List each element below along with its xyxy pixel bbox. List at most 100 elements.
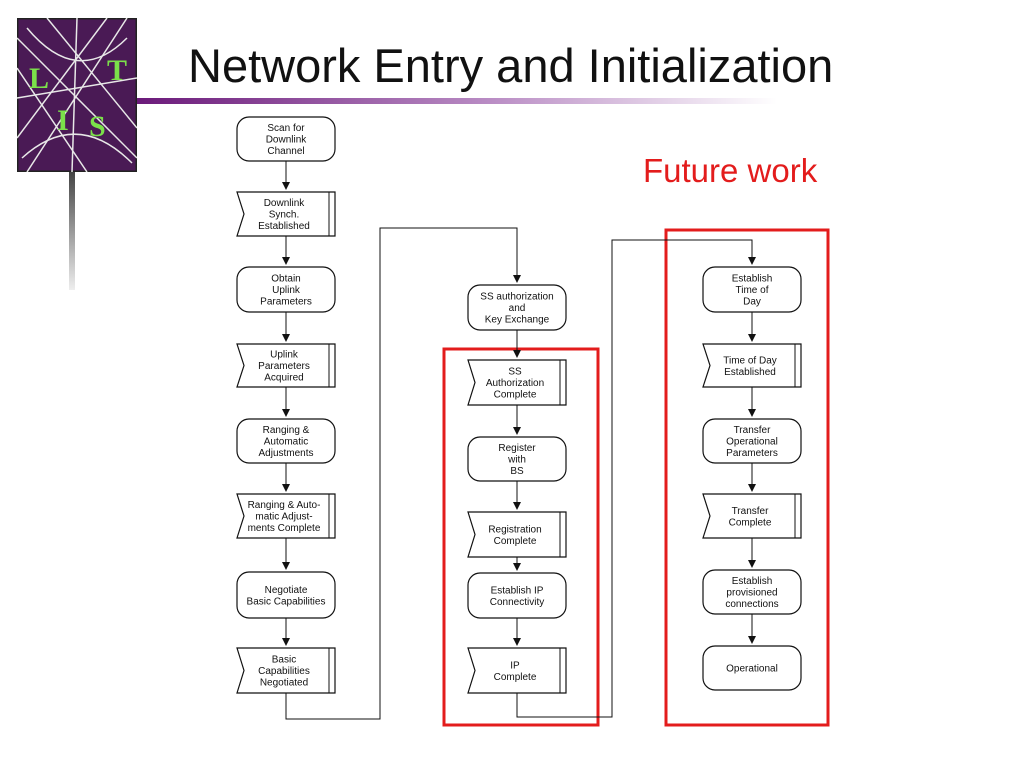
status-box — [702, 343, 802, 388]
node-label-line: Operational — [726, 664, 778, 675]
node-label-line: Capabilities — [258, 666, 310, 677]
process-box — [236, 266, 336, 313]
node-label-line: Connectivity — [490, 597, 544, 608]
process-box — [702, 569, 802, 615]
node-label-line: Acquired — [264, 373, 303, 384]
logo-letter: I — [57, 104, 69, 137]
lst-logo: L I S T — [17, 18, 137, 172]
node-label-line: Complete — [729, 517, 772, 528]
node-label-line: Key Exchange — [485, 315, 550, 326]
node-label-line: with — [507, 455, 526, 466]
process-box — [236, 571, 336, 619]
node-label-line: Parameters — [260, 297, 312, 308]
node-label-line: Automatic — [264, 437, 308, 448]
node-label-line: Time of — [736, 285, 769, 296]
node-label-line: Parameters — [726, 448, 778, 459]
node-label-line: matic Adjust- — [255, 512, 312, 523]
node-label-line: Parameters — [258, 361, 310, 372]
process-box — [702, 266, 802, 313]
node-label-line: Complete — [494, 390, 537, 401]
node-label-line: and — [509, 303, 526, 314]
flow-node-n20: Operational — [702, 645, 802, 691]
node-label-line: Obtain — [271, 274, 300, 285]
process-box — [467, 572, 567, 619]
node-label-line: Scan for — [267, 123, 305, 134]
node-label-line: Downlink — [264, 198, 306, 209]
node-label-line: Synch. — [269, 210, 300, 221]
node-label-line: Negotiated — [260, 678, 308, 689]
node-label-line: BS — [510, 466, 524, 477]
node-label-line: Complete — [494, 672, 537, 683]
status-box — [467, 647, 567, 694]
logo-letter: T — [107, 54, 127, 87]
node-label-line: Day — [743, 297, 761, 308]
node-label-line: Establish IP — [491, 585, 544, 596]
node-label-line: SS authorization — [480, 292, 553, 303]
status-box — [236, 343, 336, 388]
node-label-line: Authorization — [486, 378, 544, 389]
future-work-label: Future work — [643, 152, 818, 189]
node-label-line: Ranging & — [263, 425, 310, 436]
node-label-line: Uplink — [272, 285, 301, 296]
title-underline — [137, 98, 777, 104]
node-label-line: ments Complete — [248, 523, 321, 534]
node-label-line: Established — [724, 367, 776, 378]
node-label-line: Operational — [726, 437, 778, 448]
connector — [285, 227, 521, 720]
highlight-box-middle — [442, 347, 600, 727]
process-box — [702, 645, 802, 691]
node-label-line: Adjustments — [258, 448, 313, 459]
node-label-line: Ranging & Auto- — [248, 500, 321, 511]
node-label-line: Established — [258, 221, 310, 232]
status-box — [702, 493, 802, 539]
node-label-line: Complete — [494, 536, 537, 547]
node-label-line: Uplink — [270, 350, 299, 361]
node-label-line: Establish — [732, 576, 773, 587]
node-label-line: Register — [498, 443, 536, 454]
status-box — [467, 511, 567, 558]
process-box — [236, 418, 336, 464]
node-label-line: Basic — [272, 655, 296, 666]
flow-node-n6: Ranging & Auto-matic Adjust-ments Comple… — [236, 493, 336, 539]
node-label-line: Basic Capabilities — [247, 596, 326, 607]
highlight-box-future-work — [664, 228, 830, 727]
node-label-line: Registration — [488, 524, 541, 535]
node-label-line: Time of Day — [723, 355, 777, 366]
process-box — [702, 418, 802, 464]
process-box — [467, 436, 567, 482]
status-box — [236, 191, 336, 237]
status-box — [467, 359, 567, 406]
node-label-line: provisioned — [726, 588, 777, 599]
slide-title: Network Entry and Initialization — [188, 39, 834, 92]
node-label-line: Negotiate — [265, 585, 308, 596]
logo-letter: L — [29, 62, 49, 95]
node-label-line: Establish — [732, 274, 773, 285]
logo-letter: S — [89, 110, 106, 143]
node-label-line: IP — [510, 660, 520, 671]
logo-accent-bar — [69, 172, 75, 290]
node-label-line: SS — [508, 367, 522, 378]
node-label-line: Downlink — [266, 135, 308, 146]
status-box — [236, 493, 336, 539]
connector — [516, 239, 756, 718]
process-box — [236, 116, 336, 162]
